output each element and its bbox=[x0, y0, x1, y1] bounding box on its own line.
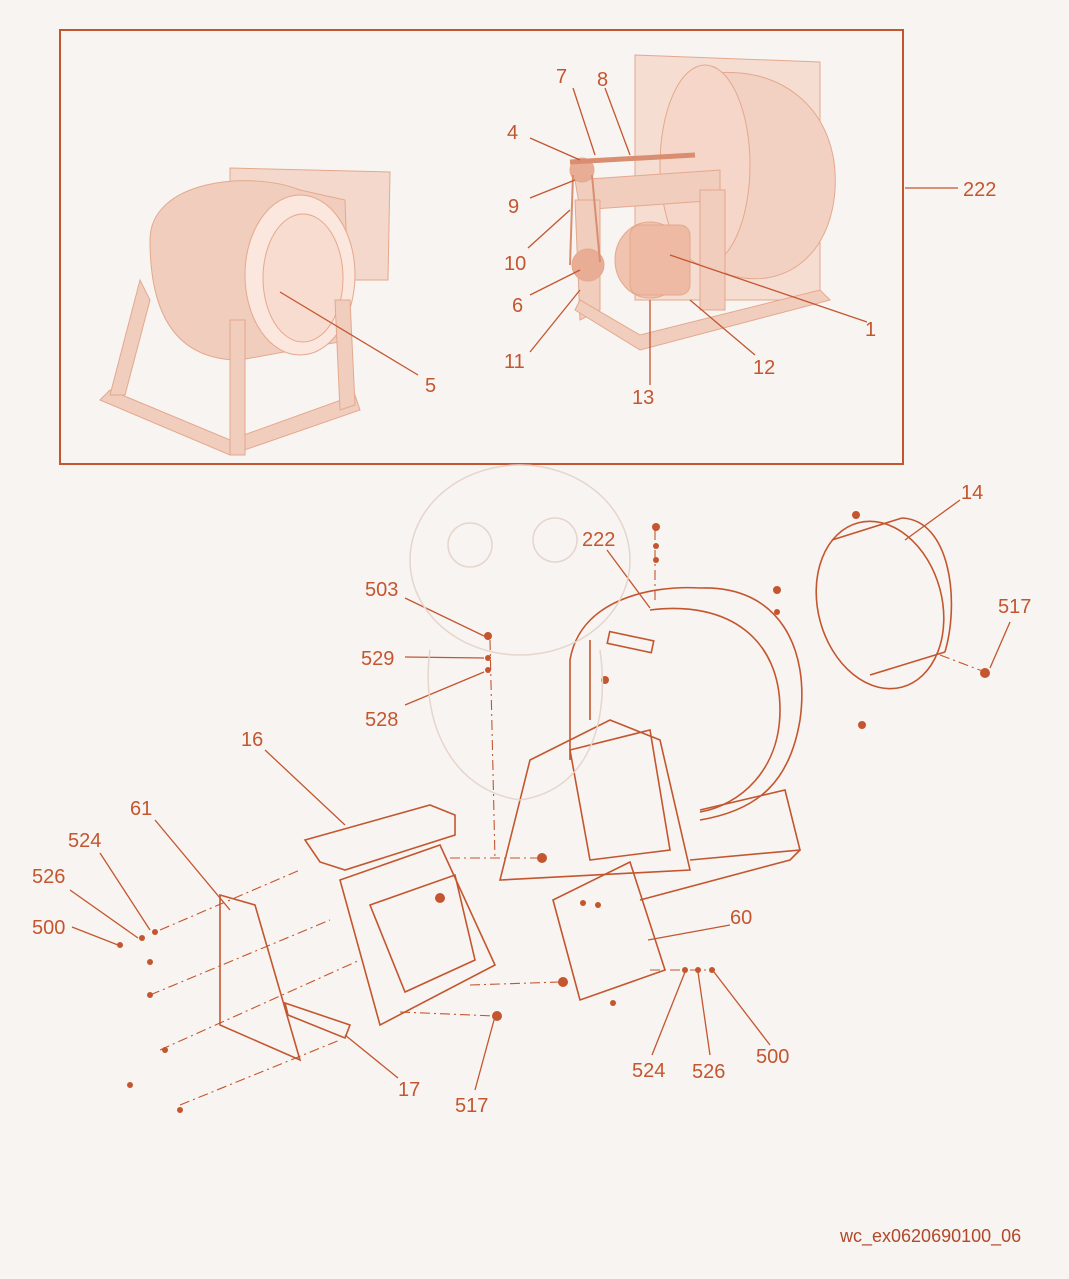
photo-blower-right bbox=[569, 54, 836, 351]
callout-14: 14 bbox=[961, 482, 983, 504]
callout-526-left: 526 bbox=[32, 866, 65, 888]
callout-222-photo: 222 bbox=[963, 179, 996, 201]
callout-16: 16 bbox=[241, 729, 263, 751]
callout-529: 529 bbox=[361, 648, 394, 670]
callout-1: 1 bbox=[865, 319, 876, 341]
callout-528: 528 bbox=[365, 709, 398, 731]
callout-60: 60 bbox=[730, 907, 752, 929]
callout-524-right: 524 bbox=[632, 1060, 665, 1082]
watermark-figure bbox=[409, 464, 631, 801]
callout-9: 9 bbox=[508, 196, 519, 218]
photo-leader-lines bbox=[279, 87, 958, 385]
callout-503: 503 bbox=[365, 579, 398, 601]
photo-callout-labels: 222 4 7 8 9 10 6 11 13 12 1 5 bbox=[425, 66, 996, 409]
callout-61: 61 bbox=[130, 798, 152, 820]
callout-7: 7 bbox=[556, 66, 567, 88]
callout-517-right: 517 bbox=[998, 596, 1031, 618]
exploded-housing bbox=[219, 517, 953, 1062]
callout-17: 17 bbox=[398, 1079, 420, 1101]
callout-10: 10 bbox=[504, 253, 526, 275]
callout-13: 13 bbox=[632, 387, 654, 409]
callout-517-bottom: 517 bbox=[455, 1095, 488, 1117]
callout-524-left: 524 bbox=[68, 830, 101, 852]
callout-5: 5 bbox=[425, 375, 436, 397]
callout-6: 6 bbox=[512, 295, 523, 317]
figure-reference-code: wc_ex0620690100_06 bbox=[840, 1226, 1022, 1246]
assembly-dash-lines bbox=[149, 530, 986, 1106]
photo-inset-frame bbox=[59, 29, 904, 465]
callout-12: 12 bbox=[753, 357, 775, 379]
callout-500-right: 500 bbox=[756, 1046, 789, 1068]
callout-526-right: 526 bbox=[692, 1061, 725, 1083]
callout-500-left: 500 bbox=[32, 917, 65, 939]
callout-11: 11 bbox=[504, 351, 525, 373]
exploded-callout-labels: 14 222 503 529 528 517 16 61 524 526 500… bbox=[32, 482, 1031, 1117]
photo-blower-left bbox=[99, 167, 391, 456]
callout-8: 8 bbox=[597, 69, 608, 91]
callout-222-exploded: 222 bbox=[582, 529, 615, 551]
callout-4: 4 bbox=[507, 122, 518, 144]
fastener-marks bbox=[117, 511, 990, 1113]
